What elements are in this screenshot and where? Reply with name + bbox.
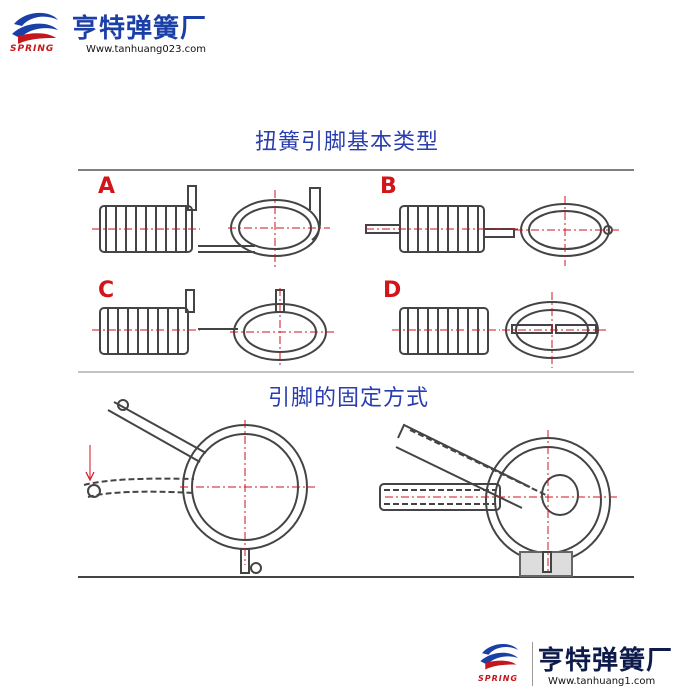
logo-word: SPRING xyxy=(478,674,519,683)
site-url[interactable]: Www.tanhuang1.com xyxy=(548,676,656,687)
label-d: D xyxy=(383,278,402,303)
site-url[interactable]: Www.tanhuang023.com xyxy=(86,44,207,55)
brand-name: 亨特弹簧厂 xyxy=(538,646,674,676)
spring-logo-icon xyxy=(480,644,518,670)
logo-word: SPRING xyxy=(10,44,55,54)
label-c: C xyxy=(98,278,115,303)
label-b: B xyxy=(380,174,397,199)
header-logo: SPRING 亨特弹簧厂 Www.tanhuang023.com xyxy=(8,8,238,58)
footer-logo: SPRING 亨特弹簧厂 Www.tanhuang1.com xyxy=(476,640,696,690)
spring-logo-icon xyxy=(12,12,58,44)
spring-a xyxy=(99,185,321,257)
brand-name: 亨特弹簧厂 xyxy=(72,14,208,44)
spring-c xyxy=(99,289,327,361)
section-title-fixing-methods: 引脚的固定方式 xyxy=(268,386,430,411)
fixing-method-1 xyxy=(83,399,308,574)
label-a: A xyxy=(98,174,116,199)
fixing-method-2 xyxy=(379,423,611,577)
section-title-pin-types: 扭簧引脚基本类型 xyxy=(255,130,440,155)
logo-divider xyxy=(532,642,533,686)
